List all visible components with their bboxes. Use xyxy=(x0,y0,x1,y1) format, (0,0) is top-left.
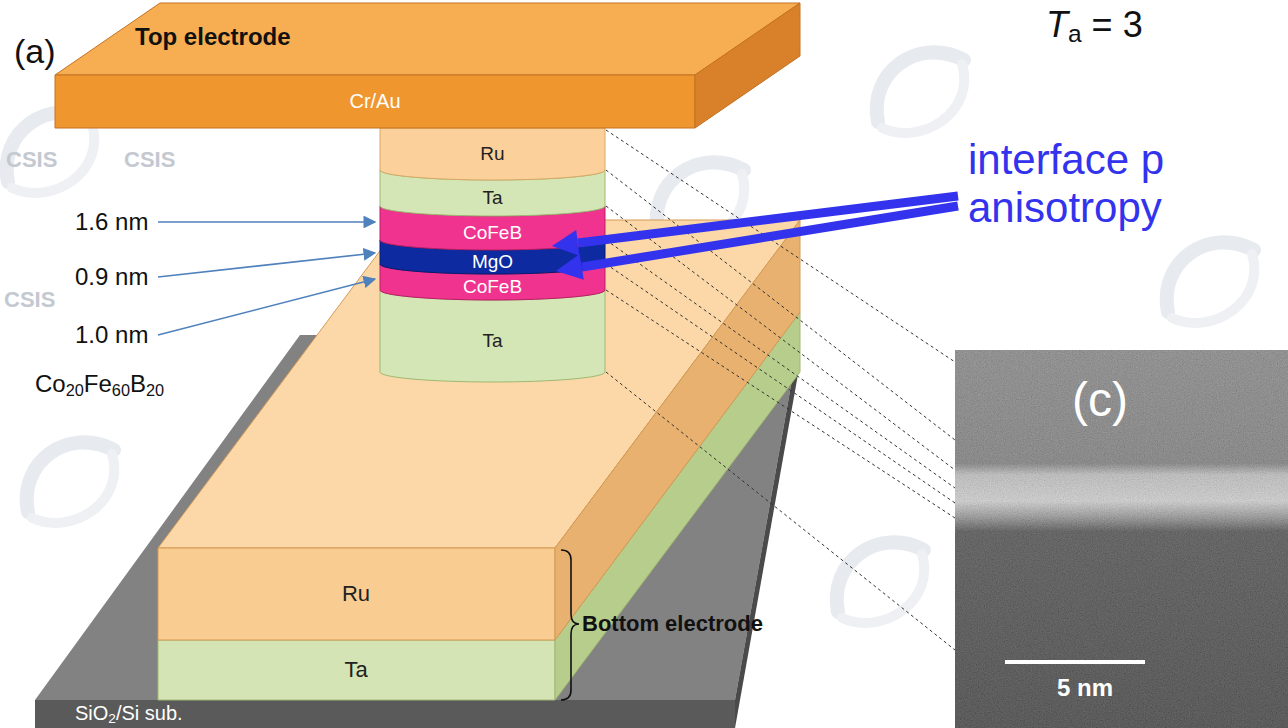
text-run: SiO xyxy=(75,702,108,724)
text-holder: Ru xyxy=(480,144,504,164)
label-holder: 1.6 nm xyxy=(75,208,148,236)
watermark: CSIS xyxy=(4,287,55,312)
callout-text: interface p anisotropy xyxy=(968,136,1288,233)
label-holder: CSIS xyxy=(6,147,57,172)
text-run: 2 xyxy=(108,711,116,726)
panel-label: (a) xyxy=(14,32,56,71)
layer-outline xyxy=(380,128,605,180)
label-holder: CSIS xyxy=(124,147,175,172)
slab-face xyxy=(55,75,695,128)
text-holder: SiO2/Si sub. xyxy=(75,702,183,727)
slab-face xyxy=(55,3,800,75)
slab-face xyxy=(35,700,735,728)
leader-line xyxy=(606,372,955,650)
leader-line xyxy=(606,240,955,488)
text-holder: Ta xyxy=(344,657,367,682)
leader-line xyxy=(606,130,955,362)
slab-face xyxy=(695,3,800,128)
ru-cap-layer: Ru xyxy=(380,128,605,180)
text-holder: Cr/Au xyxy=(349,90,400,113)
label-holder: Bottom electrode xyxy=(582,611,763,636)
thickness-label: 1.0 nm xyxy=(75,321,148,349)
interface-arrows xyxy=(552,196,958,280)
text-holder: Top electrode xyxy=(135,23,291,51)
watermark-logo xyxy=(1167,242,1255,323)
node-text: Ru xyxy=(342,581,370,606)
text-holder: Ta xyxy=(482,188,502,208)
text-run: B xyxy=(130,370,146,397)
composition-label: Co20Fe60B20 xyxy=(35,370,164,399)
text-holder: (c) xyxy=(1072,372,1128,427)
node-shape xyxy=(55,0,805,130)
layer-outline xyxy=(380,290,605,382)
leader-line xyxy=(606,206,955,470)
watermark-logo xyxy=(877,52,965,133)
slab-face xyxy=(158,640,555,700)
text-run: Fe xyxy=(84,370,112,397)
leader-line xyxy=(606,264,955,503)
text-run: /Si sub. xyxy=(116,702,183,724)
label-holder: Co20Fe60B20 xyxy=(35,370,164,399)
thickness-arrow xyxy=(158,221,375,223)
ta-layer: Ta xyxy=(380,290,605,382)
thickness-arrow xyxy=(158,279,375,335)
node-text: SiO2/Si sub. xyxy=(75,702,183,727)
tem-grain xyxy=(955,350,1288,728)
label-holder: CSIS xyxy=(4,287,55,312)
text-run: 60 xyxy=(112,381,130,399)
scale-bar xyxy=(1005,660,1145,664)
tem-background xyxy=(955,350,1288,728)
watermark-logo xyxy=(27,442,115,523)
node-text: Ta xyxy=(482,331,502,351)
label-holder: Ta = 3 xyxy=(1046,4,1143,49)
thickness-label: 1.6 nm xyxy=(75,208,148,236)
label-holder: (a) xyxy=(14,32,56,71)
watermark: CSIS xyxy=(124,147,175,172)
annealing-temperature: Ta = 3 xyxy=(1046,4,1143,49)
interface-arrow-head xyxy=(556,254,584,280)
slab-face xyxy=(158,548,555,640)
node-text: CoFeB xyxy=(463,223,522,243)
text-holder: 5 nm xyxy=(1057,674,1113,702)
text-run: a xyxy=(1068,20,1082,47)
leader-line xyxy=(606,290,955,518)
watermark-logo xyxy=(837,542,925,623)
text-holder: MgO xyxy=(472,252,513,272)
node-text: Cr/Au xyxy=(349,90,400,113)
node-text: 5 nm xyxy=(1057,674,1113,702)
text-holder: CoFeB xyxy=(463,277,522,297)
text-run: 20 xyxy=(146,381,164,399)
tem-image: (c) 5 nm xyxy=(955,350,1288,728)
node-text: Ta xyxy=(344,657,367,682)
label-holder: 1.0 nm xyxy=(75,321,148,349)
text-holder: Ru xyxy=(342,581,370,606)
node-text: Ru xyxy=(480,144,504,164)
thickness-arrow xyxy=(158,253,375,277)
text-run: Co xyxy=(35,370,66,397)
node-text: CoFeB xyxy=(463,277,522,297)
group-label: Bottom electrode xyxy=(582,611,763,636)
node-text: Top electrode xyxy=(135,23,291,51)
text-run: = 3 xyxy=(1082,4,1143,45)
thickness-label: 0.9 nm xyxy=(75,263,148,291)
label-holder: 0.9 nm xyxy=(75,263,148,291)
thickness-arrows xyxy=(158,222,375,335)
interface-arrow-shaft xyxy=(582,206,958,267)
text-run: T xyxy=(1046,4,1068,45)
tem-leader-lines xyxy=(606,130,955,650)
text-holder: Ta xyxy=(482,331,502,351)
node-text: Ta xyxy=(482,188,502,208)
node-text: MgO xyxy=(472,252,513,272)
interface-arrow-head xyxy=(552,230,579,256)
top-electrode: Top electrodeCr/Au xyxy=(55,0,805,130)
bottom-electrode-bracket xyxy=(561,550,579,700)
text-holder: CoFeB xyxy=(463,223,522,243)
watermark: CSIS xyxy=(6,147,57,172)
text-run: 20 xyxy=(66,381,84,399)
label-holder: interface p anisotropy xyxy=(968,136,1288,233)
node-text: (c) xyxy=(1072,372,1128,427)
